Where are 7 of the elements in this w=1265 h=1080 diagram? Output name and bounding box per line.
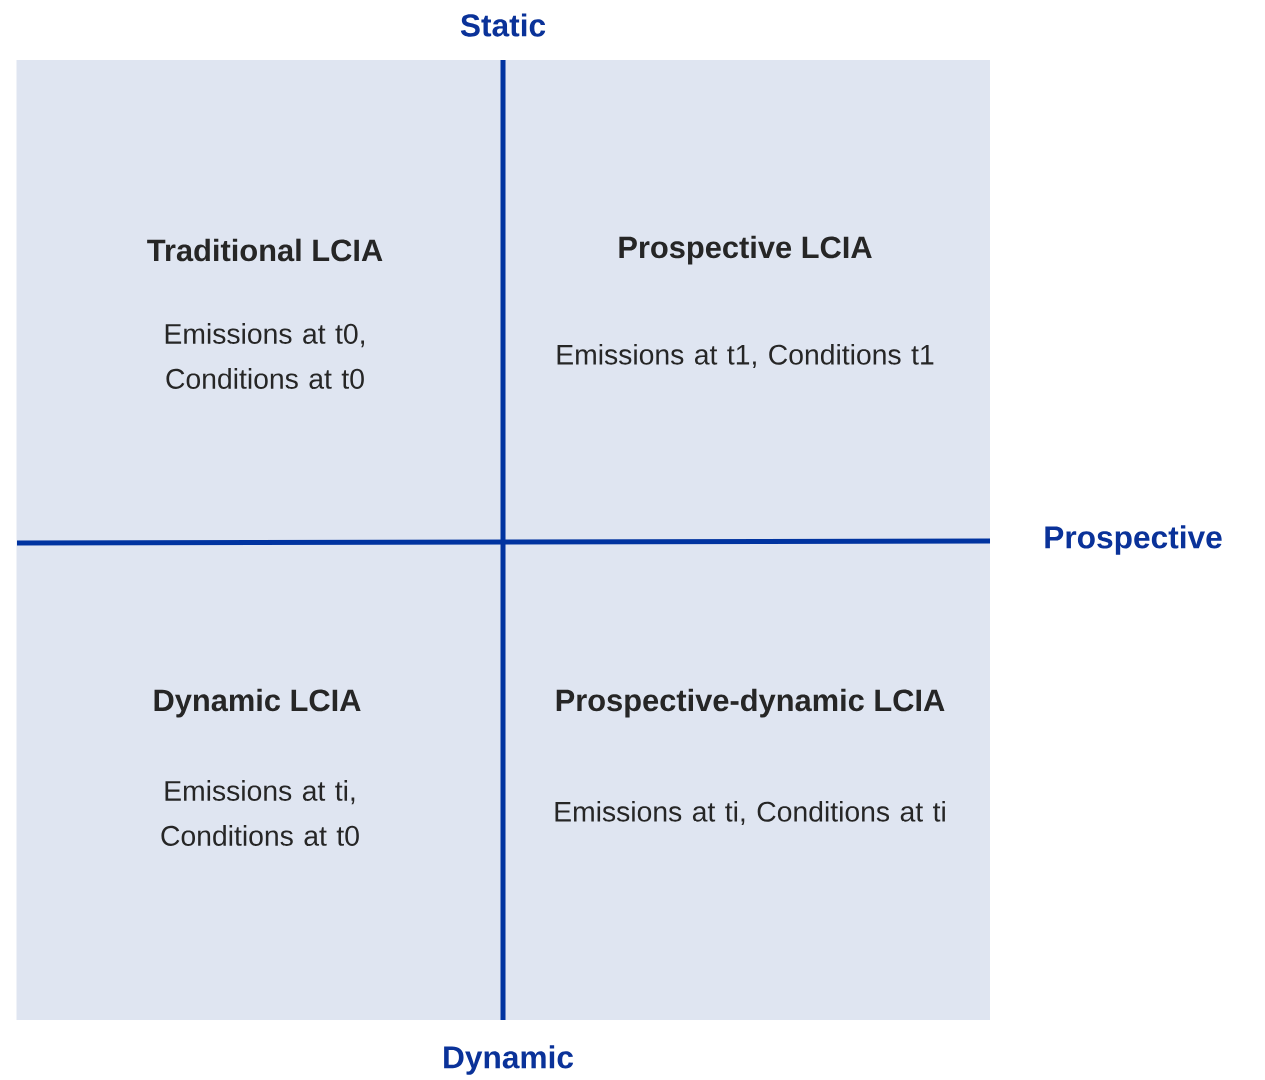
quadrant-box: Prospective-dynamic LCIA Emissions at ti, Conditions at ti <box>502 542 990 1020</box>
quadrant-box: Prospective LCIA Emissions at t1, Conditions t1 <box>502 60 990 542</box>
axis-label: Static <box>460 13 546 37</box>
axis-label: Dynamic <box>444 1045 574 1075</box>
axis-label: Prospective <box>1045 525 1222 555</box>
quadrant-box: Dynamic LCIA Emissions at ti, Conditions at t0 <box>16 542 502 1020</box>
quadrant-box: Traditional LCIA Emissions at t0, Conditions at t0 <box>16 60 502 542</box>
